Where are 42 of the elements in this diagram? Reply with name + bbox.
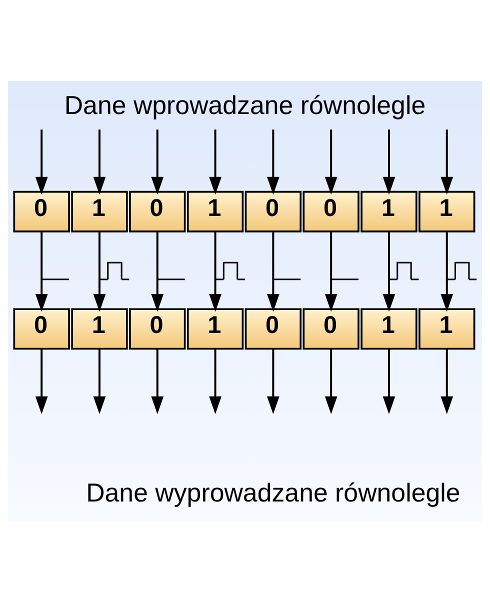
arrow <box>151 348 164 414</box>
arrow <box>151 129 164 194</box>
node-box: 1 <box>418 190 476 232</box>
arrow <box>267 348 280 414</box>
arrow <box>440 348 454 414</box>
arrow <box>382 129 396 194</box>
node-box: 0 <box>302 308 360 350</box>
caption: Dane wyprowadzane równolegle <box>86 479 460 508</box>
arrow <box>440 129 454 194</box>
node-box: 0 <box>244 308 302 350</box>
arrow <box>324 129 338 194</box>
arrow <box>440 231 477 312</box>
arrow <box>324 348 338 414</box>
node-box: 1 <box>186 308 244 350</box>
node-box: 0 <box>13 308 70 350</box>
node-box: 0 <box>129 190 186 232</box>
diagram-title: Dane wprowadzane równolegle <box>64 91 426 120</box>
node-box: 0 <box>302 190 360 232</box>
arrow <box>151 231 185 312</box>
arrow <box>209 348 222 414</box>
arrow <box>93 348 106 414</box>
arrow <box>93 231 130 312</box>
arrow <box>93 129 106 194</box>
arrow <box>382 231 419 312</box>
node-box: 0 <box>129 308 186 350</box>
arrow <box>267 231 301 312</box>
arrow <box>35 348 48 414</box>
node-box: 1 <box>360 308 418 350</box>
arrow <box>35 129 48 194</box>
arrow <box>382 348 396 414</box>
node-box: 0 <box>13 190 70 232</box>
node-box: 1 <box>360 190 418 232</box>
node-box: 1 <box>186 190 244 232</box>
arrow <box>324 231 358 312</box>
arrow <box>35 231 70 312</box>
arrow <box>209 129 222 194</box>
node-box: 1 <box>71 190 128 232</box>
arrow <box>267 129 280 194</box>
node-box: 1 <box>71 308 128 350</box>
arrow <box>209 231 245 312</box>
node-box: 1 <box>418 308 476 350</box>
node-box: 0 <box>244 190 302 232</box>
